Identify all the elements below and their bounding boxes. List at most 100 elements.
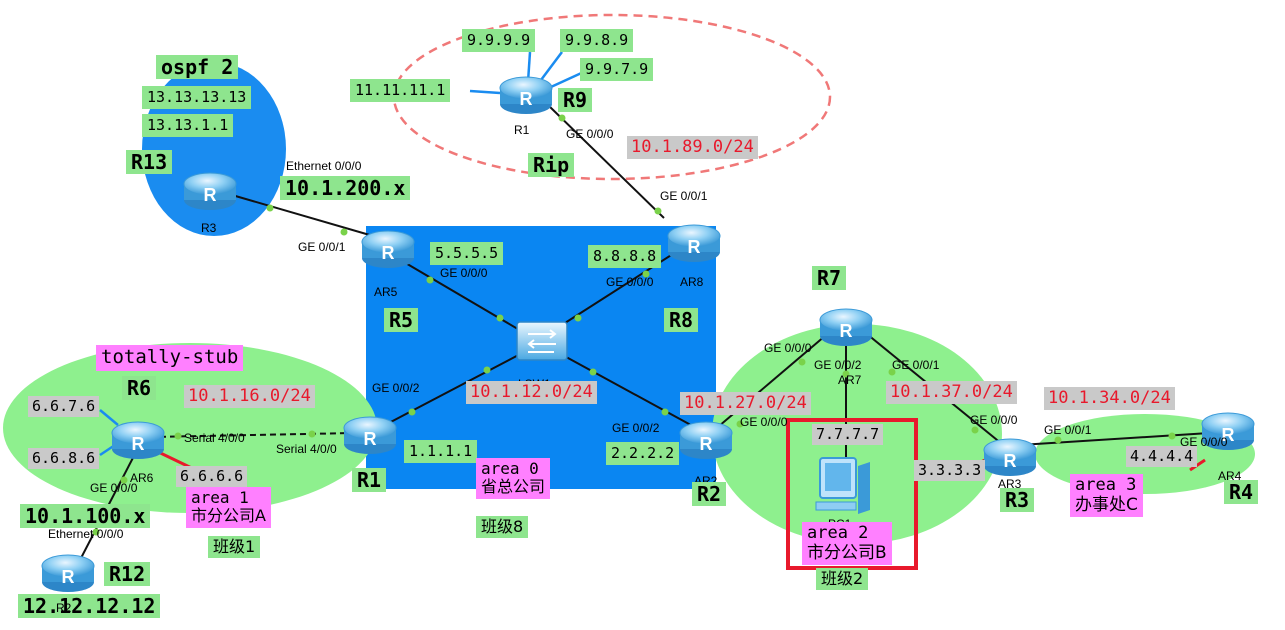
router-name-r5: R5: [384, 308, 419, 332]
link-ar3-ar4: [1019, 431, 1226, 446]
router-name-r13: R13: [126, 150, 173, 174]
network-1027: 10.1.27.0/24: [680, 392, 811, 415]
router-ar5[interactable]: [361, 230, 415, 269]
router-ar2[interactable]: [679, 421, 733, 460]
link-r9-ar8: [547, 104, 665, 219]
loopback-12121212: 12.12.12.12: [18, 594, 161, 618]
class2-label: 班级2: [816, 568, 869, 590]
port-ar5-ge000: GE 0/0/0: [440, 266, 488, 280]
area0-line2: 省总公司: [481, 477, 546, 497]
port-ar7-ge002: GE 0/0/2: [814, 358, 862, 372]
port-ar4-ge000: GE 0/0/0: [1180, 435, 1228, 449]
router-name-r8: R8: [664, 308, 699, 332]
device-label-ar3: AR3: [998, 477, 1022, 491]
link-ar2-ar7: [711, 329, 833, 433]
area2-line2: 市分公司B: [807, 542, 887, 563]
port-ar5-ge001: GE 0/0/1: [298, 240, 346, 254]
port-ar6-serial: Serial 4/0/0: [184, 431, 245, 445]
router-ar3[interactable]: [983, 438, 1037, 477]
router-ar1[interactable]: [343, 416, 397, 455]
router-name-r4: R4: [1224, 480, 1259, 504]
router-ar7[interactable]: [819, 308, 873, 347]
class1-label: 班级1: [208, 536, 261, 558]
port-ar1-ge002: GE 0/0/2: [372, 381, 420, 395]
link-lsw1-ar2: [556, 351, 701, 431]
area1-line1: area 1: [191, 488, 249, 507]
device-label-ar5: AR5: [374, 285, 398, 299]
network-1034: 10.1.34.0/24: [1044, 387, 1175, 410]
port-ar1-serial: Serial 4/0/0: [276, 442, 337, 456]
loopback-4444: 4.4.4.4: [1126, 446, 1198, 467]
router-name-r1: R1: [352, 468, 387, 492]
router-r12[interactable]: [41, 554, 95, 593]
loopback-11111: 11.11.11.1: [350, 79, 451, 102]
pc1-icon[interactable]: [815, 457, 870, 514]
link-ar4-red: [1189, 458, 1206, 472]
area0-line1: area 0: [481, 459, 539, 478]
port-ar3-ge001: GE 0/0/1: [1044, 423, 1092, 437]
loopback-131311: 13.13.1.1: [142, 114, 234, 137]
switch-lsw1[interactable]: [516, 321, 568, 361]
port-ar2-ge000: GE 0/0/0: [740, 415, 788, 429]
loopback-8888: 8.8.8.8: [588, 245, 662, 268]
network-1089: 10.1.89.0/24: [627, 136, 758, 159]
device-label-ar4: AR4: [1218, 469, 1242, 483]
port-ar7-ge000: GE 0/0/0: [764, 341, 812, 355]
router-r3[interactable]: [183, 172, 237, 211]
loopback-9979: 9.9.7.9: [580, 58, 654, 81]
router-r9[interactable]: [499, 76, 553, 115]
device-label-r1-top: R1: [514, 123, 530, 137]
link-ar6-ar1-serial: [149, 432, 356, 438]
port-ar6-ge000: GE 0/0/0: [90, 481, 138, 495]
area1-line2: 市分公司A: [191, 506, 266, 526]
device-label-ar8: AR8: [680, 275, 704, 289]
port-dots: [92, 114, 1176, 536]
loopback-6676: 6.6.7.6: [28, 396, 100, 417]
network-10200: 10.1.200.x: [280, 176, 411, 200]
loopback-6666: 6.6.6.6: [176, 466, 248, 487]
loopback-1111: 1.1.1.1: [404, 440, 478, 463]
port-ar7-ge001: GE 0/0/1: [892, 358, 940, 372]
area2-line1: area 2: [807, 523, 869, 543]
port-ar8-ge001: GE 0/0/1: [660, 189, 708, 203]
area3-line2: 办事处C: [1075, 494, 1138, 515]
loopback-7777: 7.7.7.7: [812, 424, 884, 445]
network-1016: 10.1.16.0/24: [184, 385, 315, 408]
network-1037: 10.1.37.0/24: [886, 381, 1017, 404]
port-r3-eth000: Ethernet 0/0/0: [286, 159, 362, 173]
router-name-r9: R9: [558, 88, 593, 112]
router-name-r2: R2: [692, 482, 727, 506]
area3-line1: area 3: [1075, 475, 1137, 495]
port-ar8-ge000: GE 0/0/0: [606, 275, 654, 289]
loopback-9999: 9.9.9.9: [462, 29, 536, 52]
totally-stub-label: totally-stub: [96, 345, 244, 371]
port-ar3-ge000: GE 0/0/0: [970, 413, 1018, 427]
device-label-r2-bottom: R2: [56, 601, 72, 615]
router-name-r3: R3: [1000, 488, 1035, 512]
link-r3-ar5: [231, 194, 381, 239]
network-1012: 10.1.12.0/24: [466, 381, 597, 404]
router-ar6[interactable]: [111, 421, 165, 460]
ospf2-label: ospf 2: [156, 55, 239, 79]
device-label-ar7: AR7: [838, 373, 862, 387]
router-name-r7: R7: [812, 266, 847, 290]
loopback-9989: 9.9.8.9: [560, 29, 634, 52]
network-10100: 10.1.100.x: [20, 504, 151, 528]
loopback-13131313: 13.13.13.13: [142, 86, 252, 109]
device-label-r3: R3: [201, 221, 217, 235]
rip-label: Rip: [528, 153, 575, 177]
device-label-ar6: AR6: [130, 471, 154, 485]
link-ar5-lsw1: [391, 254, 529, 336]
router-name-r6: R6: [122, 376, 157, 400]
class8-label: 班级8: [476, 516, 529, 538]
link-ar6-loopback1: [99, 409, 119, 426]
loopback-5555: 5.5.5.5: [430, 242, 504, 265]
loopback-2222: 2.2.2.2: [606, 442, 680, 465]
loopback-6686: 6.6.8.6: [28, 448, 100, 469]
router-ar8[interactable]: [667, 224, 721, 263]
